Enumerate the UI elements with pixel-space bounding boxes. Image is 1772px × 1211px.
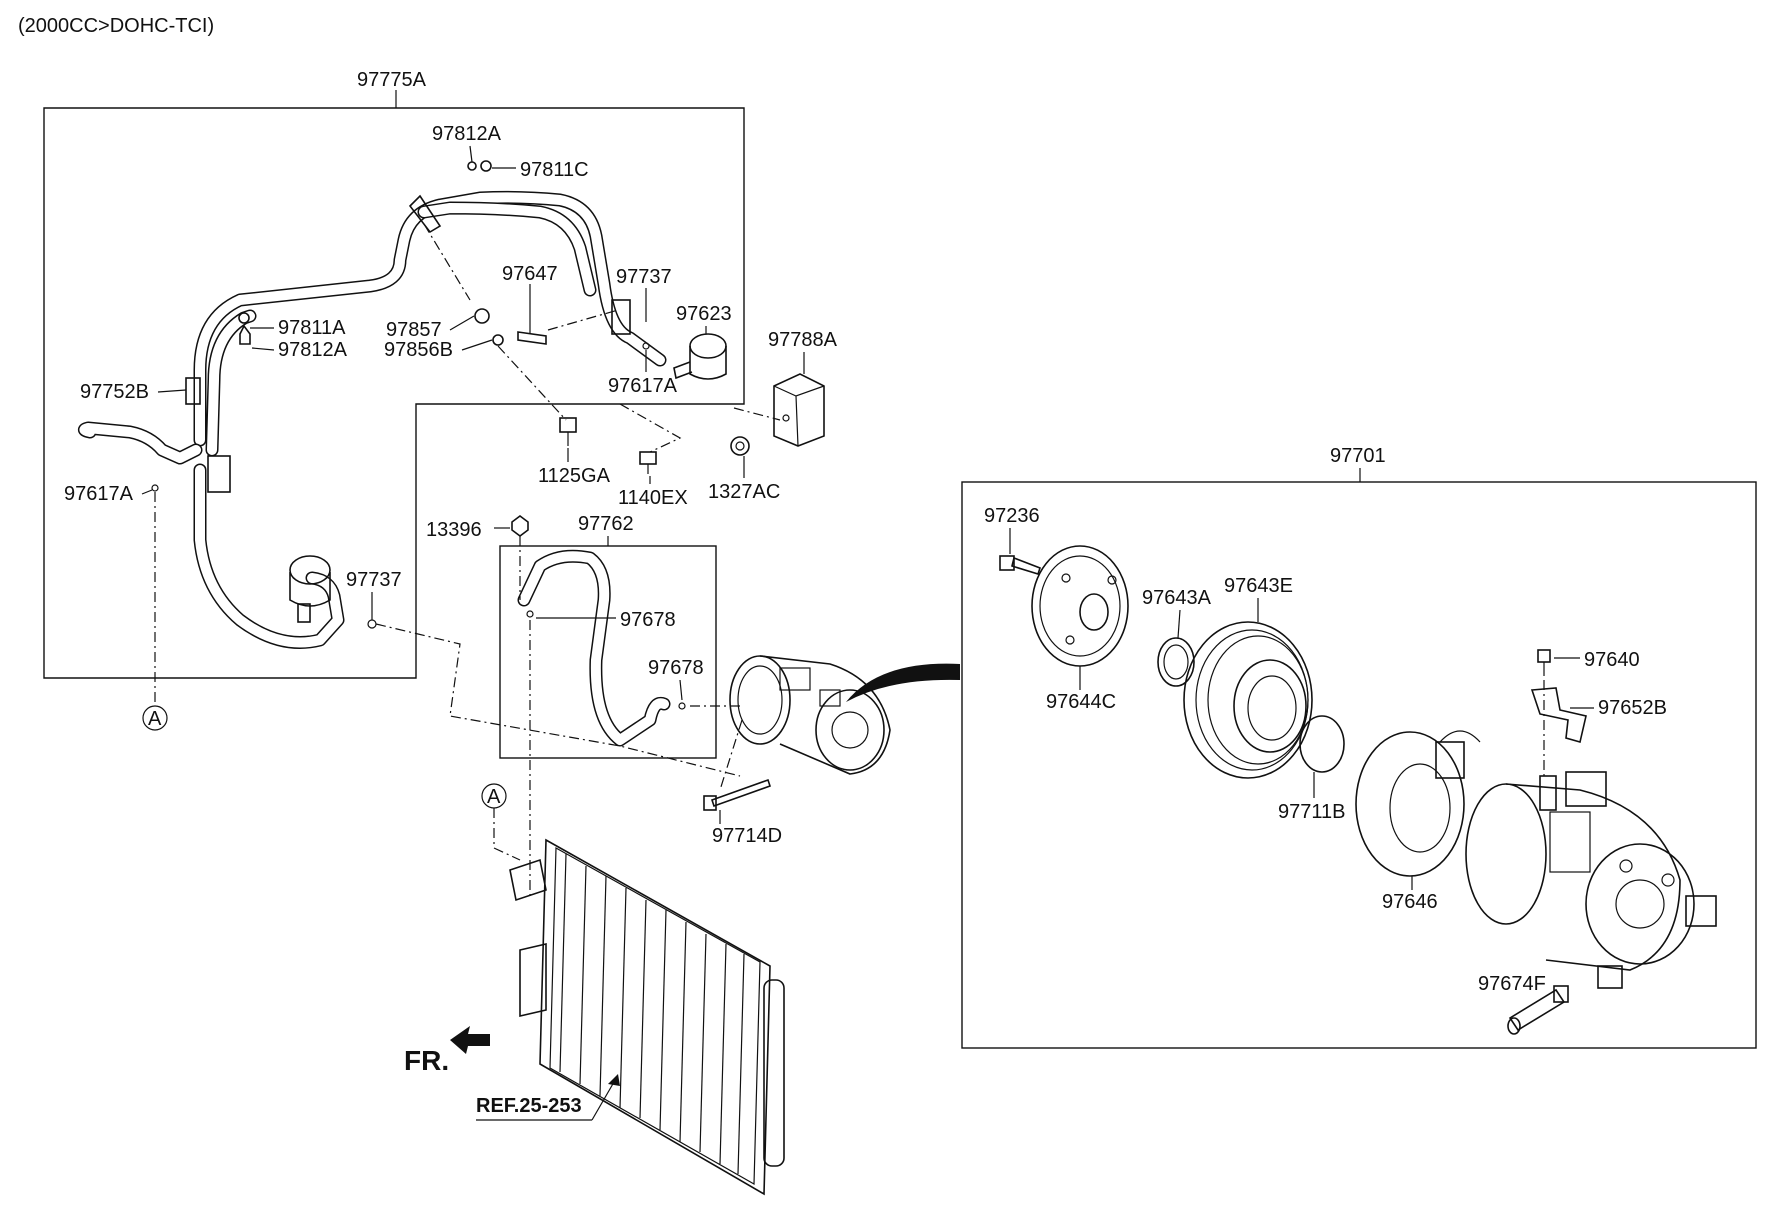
service-port-fitting [408,194,442,234]
front-label: FR. [404,1045,449,1076]
suction-hose [193,190,667,457]
label-97811C: 97811C [520,159,589,181]
compressor-body [1465,771,1717,989]
cap-97812A-top [467,161,477,171]
liquid-hose [78,421,345,649]
bolt-97640 [1537,649,1551,676]
label-97617A-mid: 97617A [608,375,678,397]
bolt-97647 [517,331,547,345]
label-97652B: 97652B [1598,697,1667,719]
label-97711B: 97711B [1278,801,1345,823]
label-97617A-left: 97617A [64,483,134,505]
oring-97617A-mid [642,342,650,350]
receiver-97623 [673,333,727,380]
front-direction-indicator: FR. [404,1026,490,1076]
label-97236: 97236 [984,505,1040,527]
label-97644C: 97644C [1046,691,1116,713]
label-97788A: 97788A [768,329,838,351]
label-97737-top: 97737 [616,266,672,288]
connector-A-mid-label: A [487,786,501,808]
label-97714D: 97714D [712,825,782,847]
compressor-box [961,481,1757,1049]
muffler-97737 [289,555,331,623]
reference-label-group: REF.25-253 [476,1074,620,1121]
connector-A-left-label: A [148,708,162,730]
core-97812A [239,324,251,345]
nut-97857 [474,308,490,324]
assembly-label-97701: 97701 [1330,445,1386,467]
engine-spec-header: (2000CC>DOHC-TCI) [18,15,214,37]
label-97856B: 97856B [384,339,453,361]
detail-callout-arrow [846,663,960,702]
field-coil-97646 [1355,730,1481,877]
assembly-label-97762: 97762 [578,513,634,535]
label-97857: 97857 [386,319,442,341]
connector-A-left [142,705,168,731]
label-97812A-mid: 97812A [278,339,348,361]
bolt-1140EX [639,451,657,474]
cap-97811C [480,160,492,172]
pulley-97643E [1183,621,1313,779]
label-97647: 97647 [502,263,558,285]
cap-97811A [238,312,250,324]
nut-1327AC [730,436,750,456]
hose-assembly-group: 97775A [43,69,745,731]
bolt-97236 [999,555,1042,575]
bracket-97652B [1530,687,1587,744]
label-97623: 97623 [676,303,732,325]
condenser-fins [559,853,745,1175]
block-fitting [611,299,631,335]
label-97737-low: 97737 [346,569,402,591]
label-97643E: 97643E [1224,575,1293,597]
condenser [509,838,785,1196]
compressor-small [729,655,891,775]
label-97674F: 97674F [1478,973,1546,995]
label-97678-b: 97678 [648,657,704,679]
sensor-97674F [1507,985,1569,1035]
snap-ring-97643A [1157,637,1195,687]
oring-97711B [1299,715,1345,773]
label-1327AC: 1327AC [708,481,780,503]
bolt-97714D [703,778,772,811]
ref-label: REF.25-253 [476,1095,582,1117]
washer-97856B [492,334,504,346]
label-97646: 97646 [1382,891,1438,913]
label-97678-a: 97678 [620,609,676,631]
pressure-sensor-fitting [185,377,201,405]
oring-97737-low [367,619,377,629]
label-1125GA: 1125GA [538,465,611,487]
label-97643A: 97643A [1142,587,1212,609]
bolt-1125GA [559,417,577,446]
label-97811A: 97811A [278,317,346,339]
label-13396: 13396 [426,519,482,541]
cover-97788A [773,373,825,447]
clutch-hub-97644C [1031,545,1129,667]
label-1140EX: 1140EX [618,487,688,509]
label-97640: 97640 [1584,649,1640,671]
hose-bracket-fitting [207,455,231,493]
compressor-assembly-group: 97701 97236 97644C 97643A [961,445,1757,1049]
assembly-label-97775A: 97775A [357,69,427,91]
hose-assembly-box [43,107,745,679]
label-97752B: 97752B [80,381,149,403]
oring-97617A-left [151,484,159,492]
label-97812A-top: 97812A [432,123,502,145]
nut-13396 [511,515,529,537]
discharge-hose-group: 97762 97678 97678 [499,513,717,759]
